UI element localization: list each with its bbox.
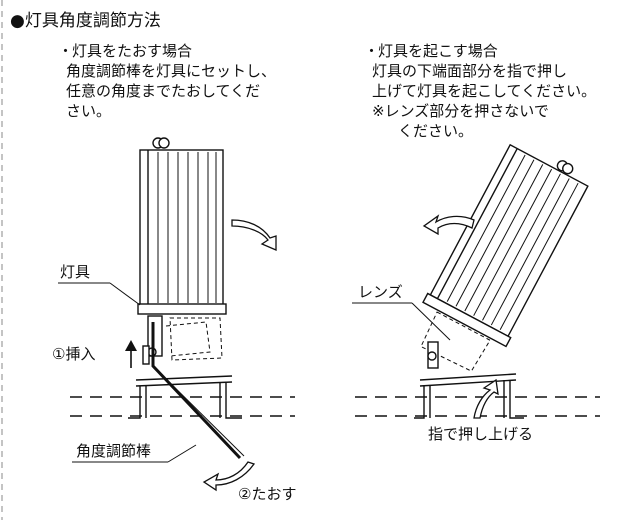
right-fixture-figure: [355, 143, 600, 419]
rod-leader: [72, 444, 197, 463]
fixture-leader: [58, 282, 141, 306]
raise-direction-arrow: [422, 214, 475, 236]
tilt-direction-arrow: [231, 219, 277, 251]
right-note-line: ※レンズ部分を押さないで: [372, 102, 549, 120]
lens-leader: [352, 302, 451, 341]
insert-label: ①挿入: [52, 345, 96, 363]
rod-label: 角度調節棒: [76, 442, 152, 460]
right-note-heading: 灯具を起こす場合: [378, 42, 498, 60]
left-note-line: さい。: [66, 102, 112, 120]
push-up-label: 指で押し上げる: [428, 425, 534, 443]
page-title: ●灯具角度調節方法: [10, 11, 161, 31]
left-note-bullet: ・: [58, 42, 74, 60]
left-note-line: 任意の角度までたおしてくだ: [66, 82, 261, 100]
tilt-arrow-bottom: [202, 461, 256, 492]
left-note-line: 角度調節棒を灯具にセットし、: [66, 62, 277, 80]
right-note-line: ください。: [398, 122, 474, 140]
fixture-label: 灯具: [60, 263, 91, 281]
left-note-heading: 灯具をたおす場合: [72, 42, 193, 60]
lens-label: レンズ: [358, 283, 403, 301]
push-up-arrow: [473, 378, 499, 419]
right-note-line: 上げて灯具を起こしてください。: [372, 82, 597, 100]
tilt-label: ②たおす: [238, 485, 297, 503]
right-note-line: 灯具の下端面部分を指で押し: [372, 62, 568, 80]
right-note-bullet: ・: [364, 42, 380, 60]
left-fixture-figure: [70, 137, 295, 460]
